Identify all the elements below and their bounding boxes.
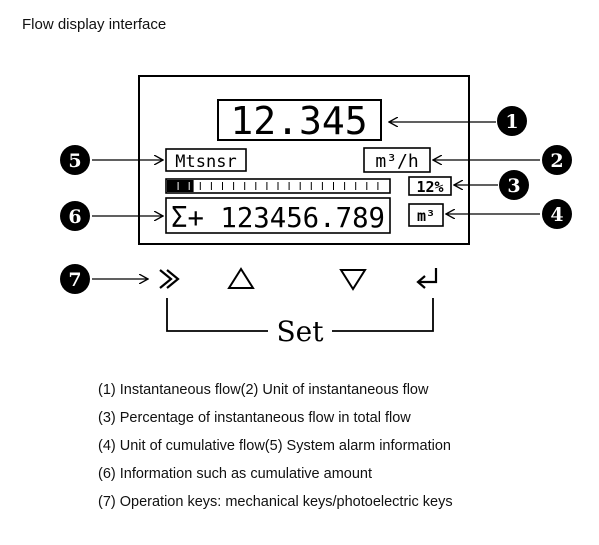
callout-number-4: 4	[550, 204, 563, 226]
set-bracket-right	[332, 298, 434, 332]
legend-item: (1) Instantaneous flow(2) Unit of instan…	[98, 382, 429, 398]
alarm-info-text: Mtsnsr	[175, 152, 236, 172]
cumulative-box	[165, 197, 391, 234]
instant-unit-text: m³/h	[375, 151, 418, 172]
callout-circle-7	[60, 264, 90, 294]
callout-number-2: 2	[550, 150, 563, 172]
callout-circle-6	[60, 201, 90, 231]
callout-number-7: 7	[68, 269, 81, 291]
cumulative-unit-text: m³	[417, 207, 435, 225]
legend-item: (7) Operation keys: mechanical keys/phot…	[98, 494, 453, 510]
callout-circle-2	[542, 145, 572, 175]
callout-number-6: 6	[68, 206, 81, 228]
instant-flow-value: 12.345	[230, 99, 367, 143]
set-bracket-left	[166, 298, 268, 332]
percent-bar	[165, 178, 391, 194]
legend-item: (4) Unit of cumulative flow(5) System al…	[98, 438, 451, 454]
set-label: Set	[276, 315, 324, 348]
callout-circle-4	[542, 199, 572, 229]
legend-item: (6) Information such as cumulative amoun…	[98, 466, 373, 482]
page-title: Flow display interface	[22, 16, 167, 33]
cumulative-unit-box	[408, 203, 444, 227]
enter-return-icon[interactable]	[416, 268, 438, 289]
percent-box	[408, 176, 452, 196]
callout-circle-3	[499, 170, 529, 200]
percent-bar-track	[165, 178, 391, 194]
instant-flow-box	[217, 99, 382, 141]
legend: (1) Instantaneous flow(2) Unit of instan…	[98, 376, 453, 516]
instant-unit-box	[363, 147, 431, 173]
alarm-info-box	[165, 148, 247, 172]
down-triangle-icon[interactable]	[339, 269, 367, 291]
up-triangle-icon[interactable]	[227, 267, 255, 289]
callout-number-3: 3	[507, 175, 520, 197]
callout-number-1: 1	[505, 111, 518, 133]
legend-item: (3) Percentage of instantaneous flow in …	[98, 410, 411, 426]
percent-bar-fill	[167, 180, 194, 192]
callout-circle-5	[60, 145, 90, 175]
percent-text: 12%	[416, 178, 443, 196]
callout-circle-1	[497, 106, 527, 136]
callout-number-5: 5	[68, 150, 81, 172]
double-chevron-right-icon[interactable]	[159, 269, 180, 289]
cumulative-text: Σ+ 123456.789	[171, 201, 385, 234]
